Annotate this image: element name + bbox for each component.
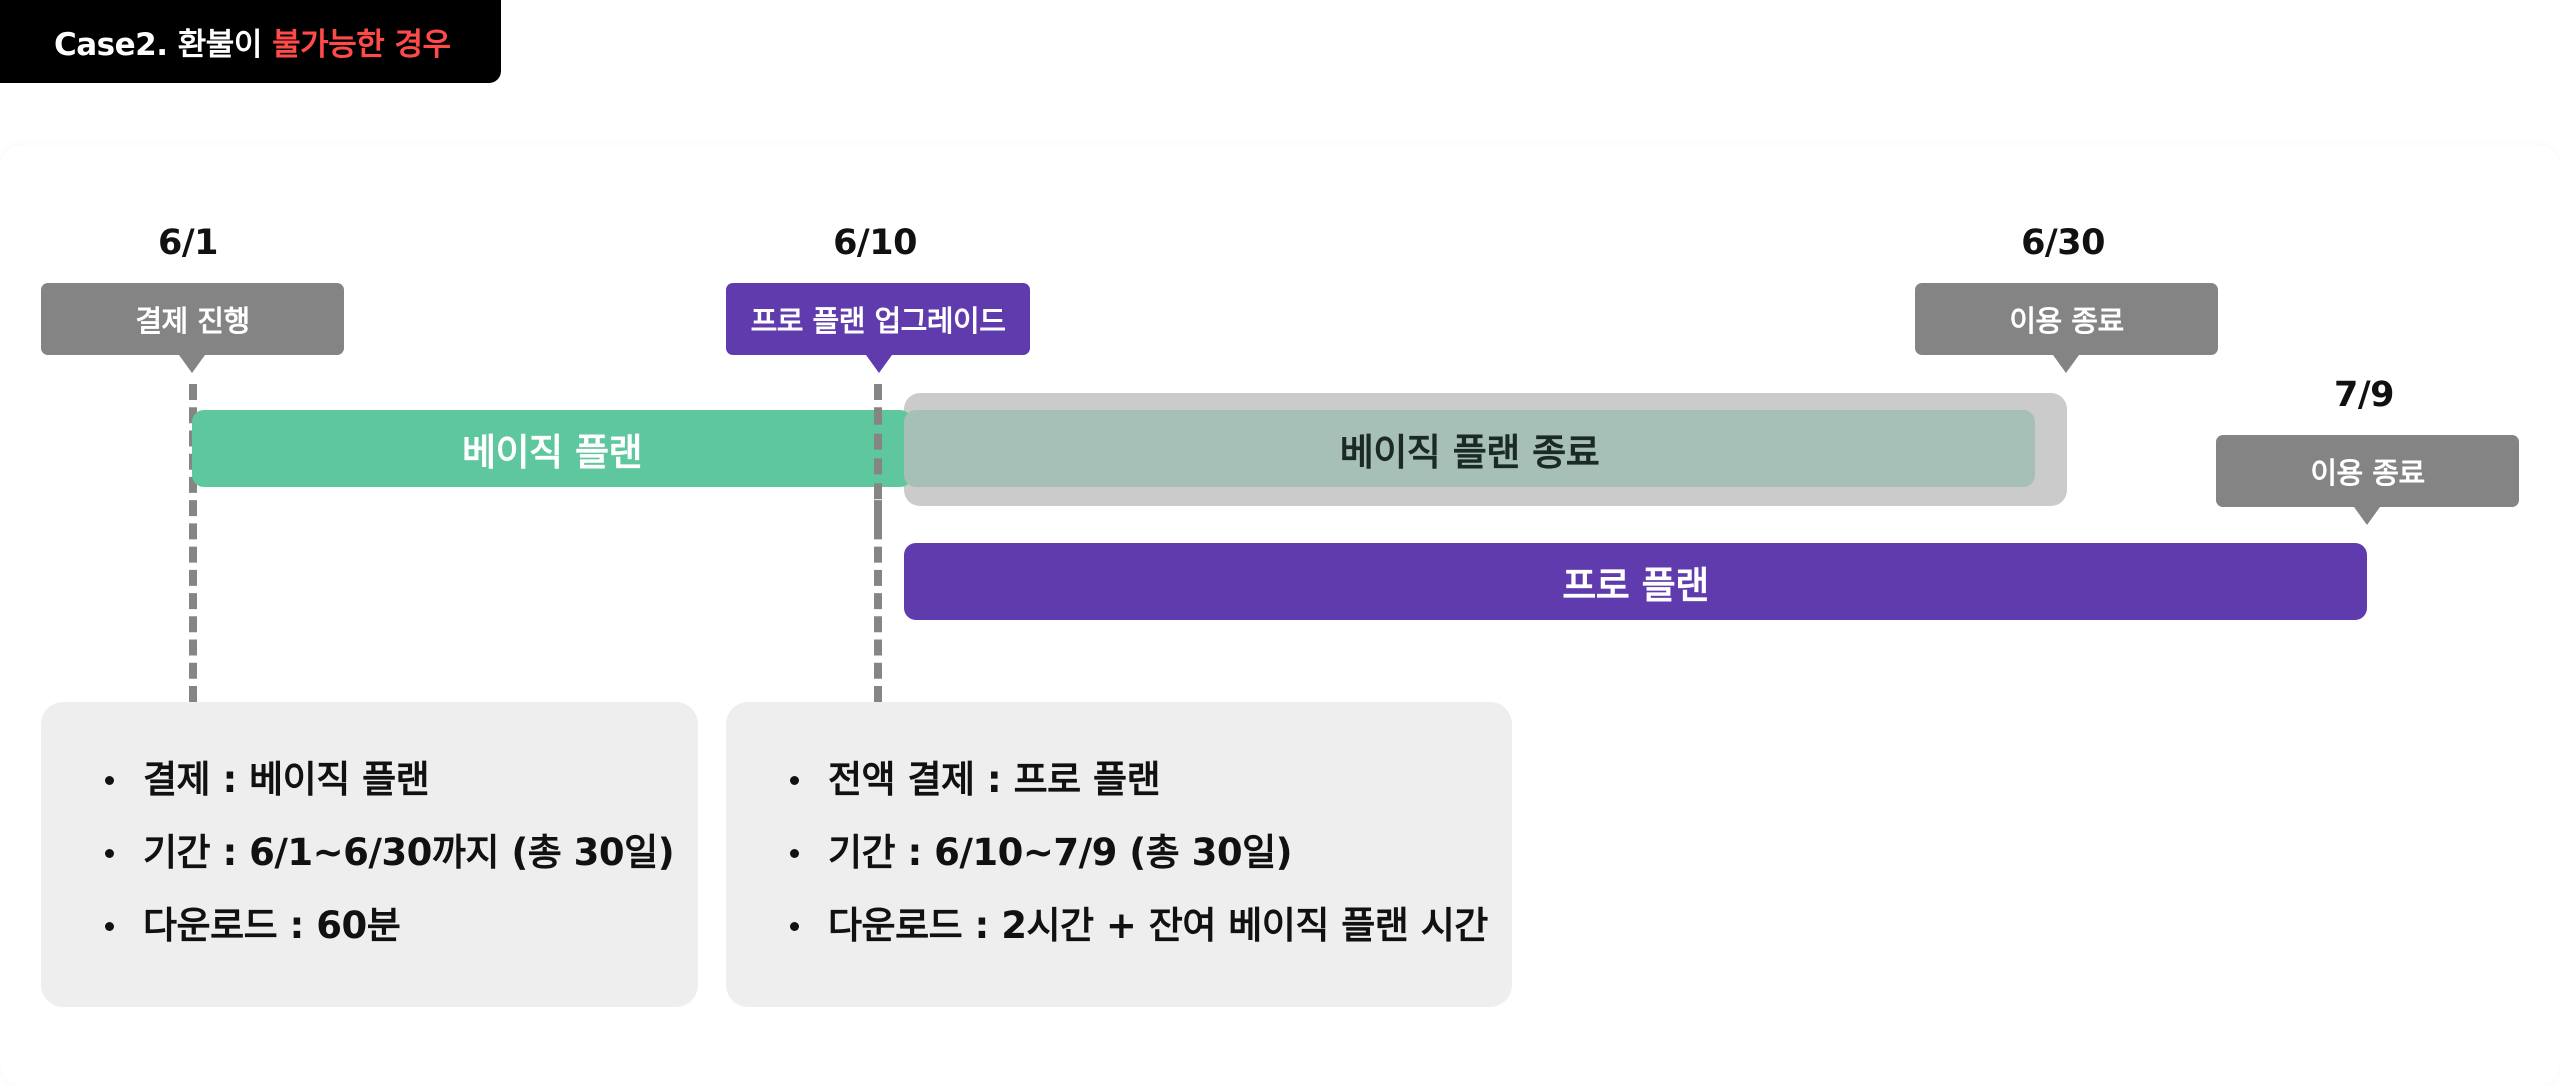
info-card-basic: 결제 : 베이직 플랜 기간 : 6/1~6/30까지 (총 30일) 다운로드…	[41, 702, 698, 1007]
tag-basic-usage-end: 이용 종료	[1915, 283, 2218, 355]
date-label-pro-end: 7/9	[2334, 375, 2395, 415]
list-item: 결제 : 베이직 플랜	[105, 752, 698, 825]
dashed-line-start	[189, 384, 197, 702]
tag-pro-upgrade: 프로 플랜 업그레이드	[726, 283, 1030, 355]
basic-plan-bar: 베이직 플랜	[192, 410, 912, 487]
tag-payment: 결제 진행	[41, 283, 344, 355]
date-label-basic-end: 6/30	[2021, 223, 2105, 263]
list-item: 다운로드 : 60분	[105, 898, 698, 971]
info-list-pro: 전액 결제 : 프로 플랜 기간 : 6/10~7/9 (총 30일) 다운로드…	[790, 752, 1512, 971]
dashed-line-upgrade	[874, 384, 882, 702]
case-header-prefix: Case2. 환불이	[54, 27, 262, 63]
basic-plan-end-bar: 베이직 플랜 종료	[904, 410, 2035, 487]
case-header-highlight: 불가능한 경우	[272, 27, 451, 63]
list-item: 기간 : 6/10~7/9 (총 30일)	[790, 825, 1512, 898]
dashed-line-upgrade-overlay	[874, 384, 882, 524]
date-label-upgrade: 6/10	[833, 223, 917, 263]
case-header: Case2. 환불이 불가능한 경우	[0, 0, 501, 83]
tag-pro-usage-end: 이용 종료	[2216, 435, 2519, 507]
list-item: 전액 결제 : 프로 플랜	[790, 752, 1512, 825]
info-card-pro: 전액 결제 : 프로 플랜 기간 : 6/10~7/9 (총 30일) 다운로드…	[726, 702, 1512, 1007]
date-label-start: 6/1	[158, 223, 219, 263]
pro-plan-bar: 프로 플랜	[904, 543, 2367, 620]
list-item: 다운로드 : 2시간 + 잔여 베이직 플랜 시간	[790, 898, 1512, 971]
info-list-basic: 결제 : 베이직 플랜 기간 : 6/1~6/30까지 (총 30일) 다운로드…	[105, 752, 698, 971]
list-item: 기간 : 6/1~6/30까지 (총 30일)	[105, 825, 698, 898]
